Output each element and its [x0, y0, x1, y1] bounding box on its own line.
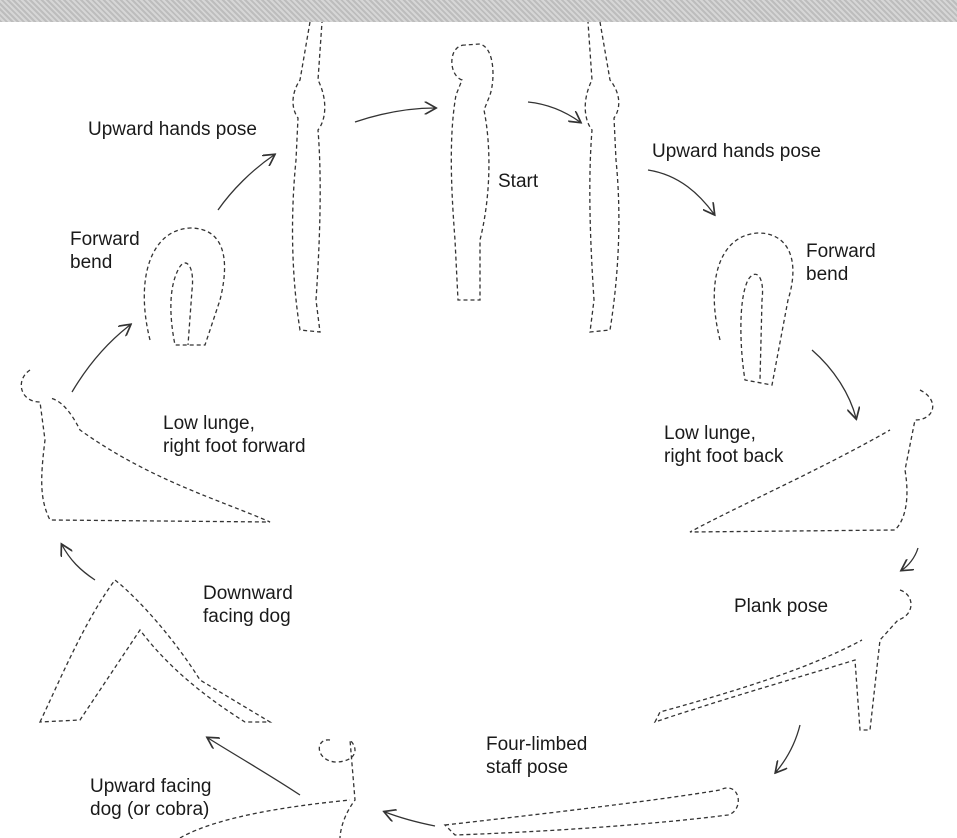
label-upward-hands-left: Upward hands pose	[88, 118, 257, 141]
arrow-4	[812, 350, 856, 418]
label-plank: Plank pose	[734, 595, 828, 618]
figure-forward-bend-left	[144, 228, 224, 345]
label-four-limbed-staff: Four-limbed staff pose	[486, 733, 587, 779]
arrow-3	[648, 170, 714, 214]
arrow-6	[776, 725, 800, 772]
label-low-lunge-forward: Low lunge, right foot forward	[163, 412, 306, 458]
label-upward-hands-right: Upward hands pose	[652, 140, 821, 163]
figure-four-limbed-staff	[445, 788, 738, 835]
figure-upward-hands-left	[293, 22, 325, 332]
figure-start	[451, 44, 493, 300]
arrow-2	[528, 102, 580, 122]
arrow-11	[218, 155, 274, 210]
arrow-1	[355, 108, 435, 122]
figure-forward-bend-right	[714, 233, 793, 385]
label-forward-bend-right: Forward bend	[806, 240, 876, 286]
label-low-lunge-back: Low lunge, right foot back	[664, 422, 783, 468]
arrow-8	[208, 738, 300, 795]
figure-upward-hands-right	[585, 22, 619, 332]
arrow-7	[385, 812, 435, 826]
arrow-9	[62, 545, 95, 580]
label-start: Start	[498, 170, 538, 193]
label-downward-dog: Downward facing dog	[203, 582, 293, 628]
label-forward-bend-left: Forward bend	[70, 228, 140, 274]
label-upward-dog: Upward facing dog (or cobra)	[90, 775, 211, 821]
arrow-5	[902, 548, 918, 570]
arrow-10	[72, 325, 130, 392]
